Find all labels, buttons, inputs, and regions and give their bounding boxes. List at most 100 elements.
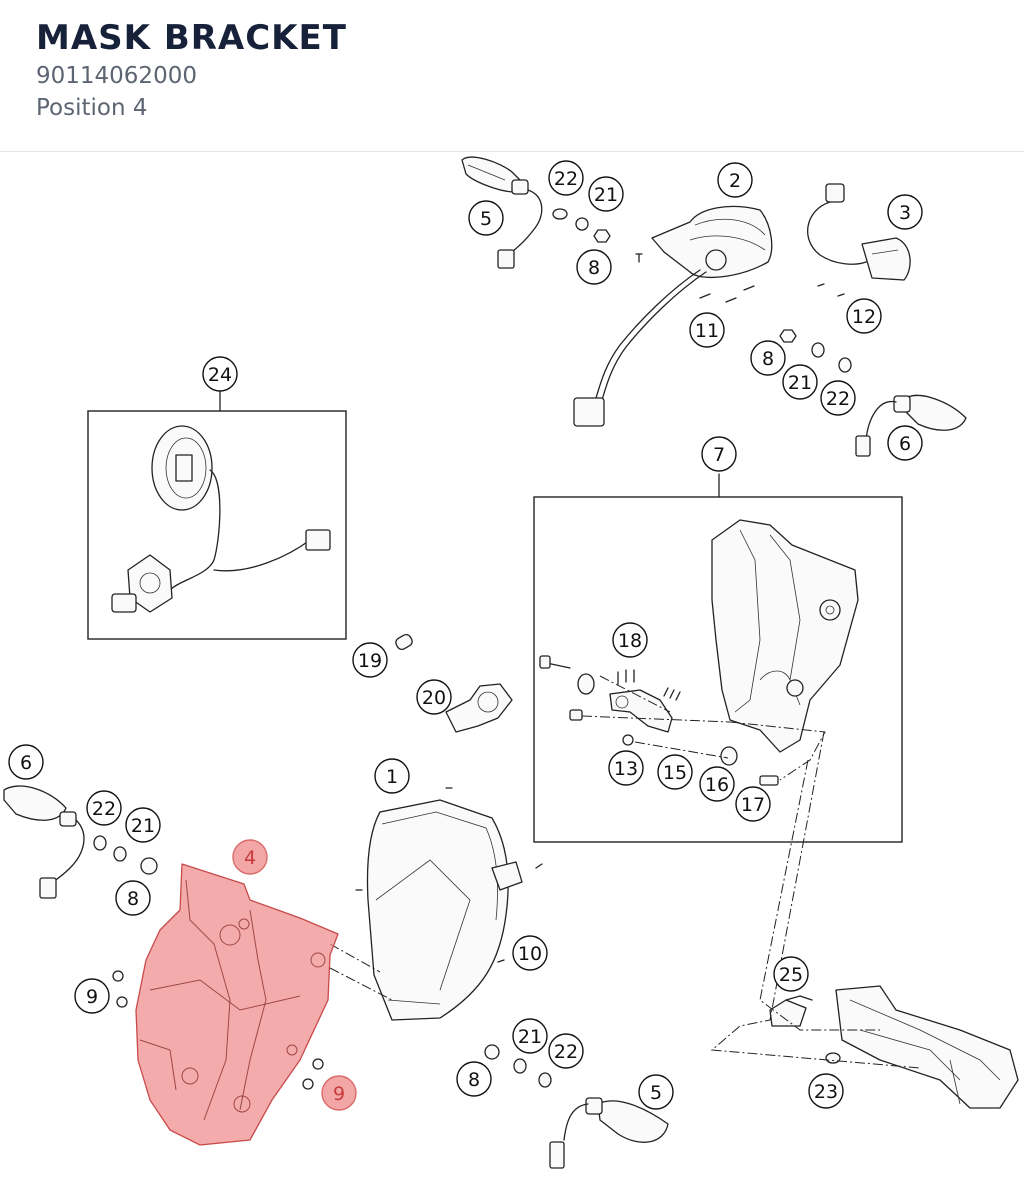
callout-label: 23 — [814, 1081, 838, 1103]
callout-label: 10 — [518, 943, 542, 965]
callout-label: 21 — [788, 372, 812, 394]
callout-label: 8 — [127, 888, 139, 910]
callout-label: 5 — [480, 208, 492, 230]
page-title: MASK BRACKET — [36, 18, 347, 58]
callout-label: 24 — [208, 364, 232, 386]
callout-label: 8 — [762, 348, 774, 370]
callout-9[interactable]: 9 — [74, 978, 110, 1014]
callout-6[interactable]: 6 — [8, 744, 44, 780]
callout-8[interactable]: 8 — [750, 340, 786, 376]
callout-label: 1 — [386, 766, 398, 788]
mask-bracket-highlighted — [135, 863, 339, 1146]
callout-15[interactable]: 15 — [657, 754, 693, 790]
callout-5[interactable]: 5 — [638, 1074, 674, 1110]
callout-21[interactable]: 21 — [782, 364, 818, 400]
washers-right — [779, 329, 852, 373]
callout-24[interactable]: 24 — [202, 356, 238, 392]
callout-20[interactable]: 20 — [416, 679, 452, 715]
callout-16[interactable]: 16 — [699, 766, 735, 802]
headlight-bulb — [445, 683, 513, 733]
callout-label: 21 — [131, 815, 155, 837]
callout-8[interactable]: 8 — [576, 249, 612, 285]
header: MASK BRACKET 90114062000 Position 4 — [0, 0, 1024, 152]
callout-label: 20 — [422, 687, 446, 709]
part-number: 90114062000 — [36, 63, 197, 89]
callout-4[interactable]: 4 — [232, 839, 268, 875]
callout-8[interactable]: 8 — [115, 880, 151, 916]
callout-label: 16 — [705, 774, 729, 796]
small-bracket-parts — [539, 655, 779, 786]
callout-19[interactable]: 19 — [352, 642, 388, 678]
callout-label: 8 — [468, 1069, 480, 1091]
dash-mask-headlight — [329, 967, 393, 1001]
callout-6[interactable]: 6 — [887, 425, 923, 461]
callout-label: 22 — [826, 388, 850, 410]
handlebar-mount — [769, 985, 1019, 1109]
callout-17[interactable]: 17 — [735, 786, 771, 822]
turn-signal-top-left — [461, 156, 543, 269]
callout-label: 3 — [899, 202, 911, 224]
callout-13[interactable]: 13 — [608, 750, 644, 786]
callout-label: 15 — [663, 762, 687, 784]
callout-label: 22 — [554, 168, 578, 190]
callout-label: 21 — [518, 1026, 542, 1048]
callout-label: 11 — [695, 320, 719, 342]
callout-label: 12 — [852, 306, 876, 328]
callout-label: 6 — [20, 752, 32, 774]
callout-label: 9 — [333, 1083, 345, 1105]
callout-22[interactable]: 22 — [548, 1033, 584, 1069]
screws-9 — [112, 970, 324, 1090]
callout-label: 2 — [729, 170, 741, 192]
callout-25[interactable]: 25 — [773, 956, 809, 992]
callout-9[interactable]: 9 — [321, 1075, 357, 1111]
callout-22[interactable]: 22 — [86, 790, 122, 826]
callout-label: 18 — [618, 630, 642, 652]
callout-8[interactable]: 8 — [456, 1061, 492, 1097]
parking-bulb — [395, 633, 413, 651]
callout-1[interactable]: 1 — [374, 758, 410, 794]
callout-label: 21 — [594, 184, 618, 206]
callout-label: 8 — [588, 257, 600, 279]
callout-label: 6 — [899, 433, 911, 455]
callout-label: 17 — [741, 794, 765, 816]
callout-18[interactable]: 18 — [612, 622, 648, 658]
turn-signal-bottom — [549, 1097, 669, 1169]
mask-holder-bracket — [711, 519, 859, 753]
callout-label: 13 — [614, 758, 638, 780]
callout-22[interactable]: 22 — [820, 380, 856, 416]
callout-10[interactable]: 10 — [512, 935, 548, 971]
callout-12[interactable]: 12 — [846, 298, 882, 334]
headlamp-socket-assembly — [111, 425, 331, 613]
callout-23[interactable]: 23 — [808, 1073, 844, 1109]
callout-21[interactable]: 21 — [125, 807, 161, 843]
fasteners-lower — [484, 1044, 552, 1088]
callout-2[interactable]: 2 — [717, 162, 753, 198]
callout-5[interactable]: 5 — [468, 200, 504, 236]
callout-label: 5 — [650, 1082, 662, 1104]
callout-label: 25 — [779, 964, 803, 986]
callout-label: 19 — [358, 650, 382, 672]
callout-3[interactable]: 3 — [887, 194, 923, 230]
position-label: Position 4 — [36, 95, 148, 121]
instrument-cluster — [573, 205, 773, 427]
callout-label: 22 — [554, 1041, 578, 1063]
headlight — [355, 787, 543, 1021]
callout-label: 7 — [713, 444, 725, 466]
callout-label: 22 — [92, 798, 116, 820]
washers-top — [552, 208, 611, 243]
callout-21[interactable]: 21 — [512, 1018, 548, 1054]
turn-signal-left — [3, 785, 158, 899]
dash-lines-box-7 — [581, 675, 826, 781]
group-box-7 — [533, 496, 903, 843]
callout-label: 4 — [244, 847, 256, 869]
callout-11[interactable]: 11 — [689, 312, 725, 348]
sensor-part — [807, 183, 911, 297]
callout-7[interactable]: 7 — [701, 436, 737, 472]
callout-label: 9 — [86, 986, 98, 1008]
turn-signal-right — [855, 394, 967, 457]
callout-21[interactable]: 21 — [588, 176, 624, 212]
group-box-24 — [87, 410, 347, 640]
callout-22[interactable]: 22 — [548, 160, 584, 196]
